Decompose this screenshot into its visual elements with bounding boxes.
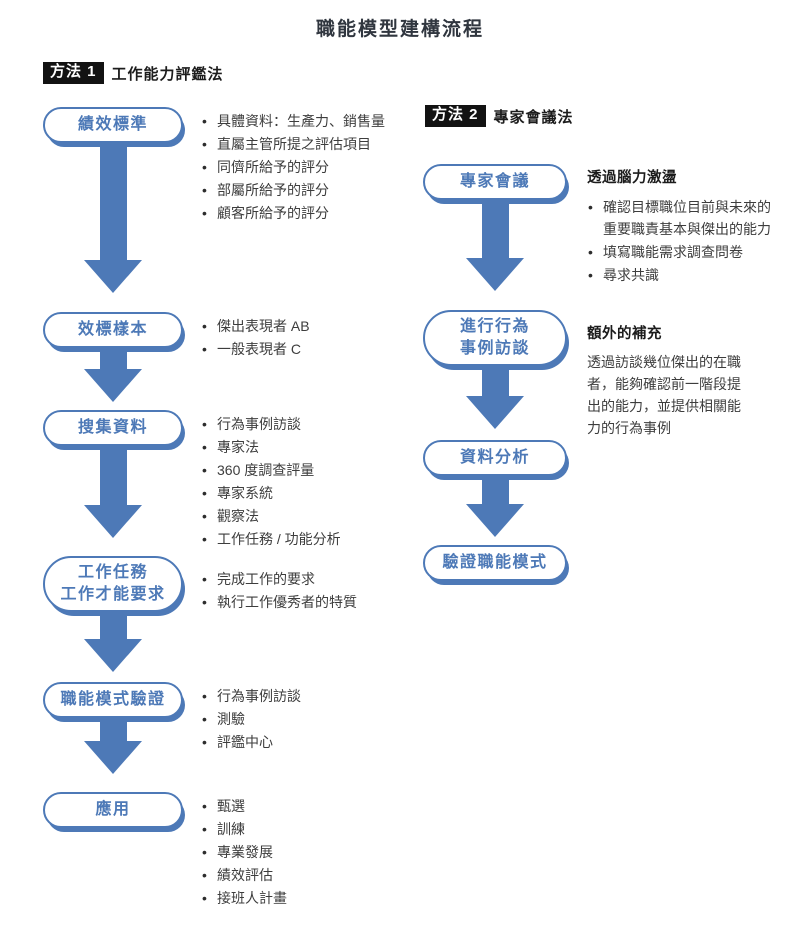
down-arrow — [466, 196, 524, 291]
bullet-item: 直屬主管所提之評估項目 — [201, 133, 433, 155]
bullet-item: 測驗 — [201, 708, 433, 730]
bullet-item: 完成工作的要求 — [201, 568, 433, 590]
step-validate-competency-model: 驗證職能模式 — [423, 545, 567, 581]
down-arrow — [466, 472, 524, 537]
down-arrow — [84, 607, 142, 672]
arrow-stem — [481, 196, 509, 258]
bullet-item: 執行工作優秀者的特質 — [201, 591, 433, 613]
step-criterion-sample: 效標樣本 — [43, 312, 183, 348]
bullet-list-criterion-sample: 傑出表現者 AB 一般表現者 C — [201, 315, 433, 361]
method1-label: 工作能力評鑑法 — [111, 65, 224, 83]
arrow-stem — [99, 138, 127, 260]
bullet-item: 填寫職能需求調查問卷 — [587, 241, 779, 263]
bullet-list-job-task-requirements: 完成工作的要求 執行工作優秀者的特質 — [201, 568, 433, 614]
bullet-item: 顧客所給予的評分 — [201, 202, 433, 224]
note-paragraph: 透過訪談幾位傑出的在職者，能夠確認前一階段提出的能力，並提供相關能力的行為事例 — [587, 354, 741, 436]
bullet-item: 行為事例訪談 — [201, 413, 433, 435]
down-arrow — [84, 713, 142, 774]
bullet-item: 評鑑中心 — [201, 731, 433, 753]
bullet-item: 專業發展 — [201, 841, 433, 863]
step-expert-meeting: 專家會議 — [423, 164, 567, 200]
bullet-item: 工作任務 / 功能分析 — [201, 528, 433, 550]
bullet-item: 行為事例訪談 — [201, 685, 433, 707]
method1-badge: 方法 1 — [43, 62, 104, 84]
bullet-item: 接班人計畫 — [201, 887, 433, 909]
bullet-item: 甄選 — [201, 795, 433, 817]
bullet-item: 一般表現者 C — [201, 338, 433, 360]
arrow-stem — [99, 443, 127, 505]
method2-label: 專家會議法 — [493, 108, 574, 126]
bullet-list-performance-criteria: 具體資料：生產力、銷售量 直屬主管所提之評估項目 同儕所給予的評分 部屬所給予的… — [201, 110, 433, 225]
bullet-item: 尋求共識 — [587, 264, 779, 286]
arrow-stem — [99, 607, 127, 639]
bullet-item: 傑出表現者 AB — [201, 315, 433, 337]
bullet-list-application: 甄選 訓練 專業發展 績效評估 接班人計畫 — [201, 795, 433, 910]
note-heading: 透過腦力激盪 — [587, 170, 677, 186]
bullet-item: 績效評估 — [201, 864, 433, 886]
arrow-head — [466, 504, 524, 537]
arrow-stem — [481, 472, 509, 504]
bullet-list-data-collection: 行為事例訪談 專家法 360 度調查評量 專家系統 觀察法 工作任務 / 功能分… — [201, 413, 433, 551]
arrow-head — [466, 396, 524, 429]
bullet-list-expert-meeting: 確認目標職位目前與未來的重要職責基本與傑出的能力 填寫職能需求調查問卷 尋求共識 — [587, 196, 779, 286]
bullet-item: 觀察法 — [201, 505, 433, 527]
arrow-head — [466, 258, 524, 291]
arrow-head — [84, 260, 142, 293]
down-arrow — [466, 360, 524, 429]
bullet-list-competency-model-validation: 行為事例訪談 測驗 評鑑中心 — [201, 685, 433, 754]
note-heading: 額外的補充 — [587, 326, 662, 342]
bullet-item: 具體資料：生產力、銷售量 — [201, 110, 433, 132]
note-behavioral-event-interview: 額外的補充 透過訪談幾位傑出的在職者，能夠確認前一階段提出的能力，並提供相關能力… — [587, 322, 750, 439]
bullet-item: 專家系統 — [201, 482, 433, 504]
step-data-analysis: 資料分析 — [423, 440, 567, 476]
arrow-head — [84, 741, 142, 774]
down-arrow — [84, 443, 142, 538]
bullet-item: 確認目標職位目前與未來的重要職責基本與傑出的能力 — [587, 196, 779, 240]
down-arrow — [84, 138, 142, 293]
bullet-item: 部屬所給予的評分 — [201, 179, 433, 201]
step-job-task-requirements: 工作任務 工作才能要求 — [43, 556, 183, 612]
bullet-item: 360 度調查評量 — [201, 459, 433, 481]
method2-header: 方法 2 專家會議法 — [425, 105, 574, 127]
step-competency-model-validation: 職能模式驗證 — [43, 682, 183, 718]
method1-header: 方法 1 工作能力評鑑法 — [43, 62, 224, 84]
bullet-item: 同儕所給予的評分 — [201, 156, 433, 178]
step-behavioral-event-interview: 進行行為 事例訪談 — [423, 310, 567, 366]
bullet-item: 專家法 — [201, 436, 433, 458]
step-application: 應用 — [43, 792, 183, 828]
down-arrow — [84, 343, 142, 402]
arrow-stem — [481, 360, 509, 396]
step-performance-criteria: 績效標準 — [43, 107, 183, 143]
step-data-collection: 搜集資料 — [43, 410, 183, 446]
bullet-item: 訓練 — [201, 818, 433, 840]
method2-badge: 方法 2 — [425, 105, 486, 127]
arrow-head — [84, 505, 142, 538]
arrow-head — [84, 369, 142, 402]
note-expert-meeting: 透過腦力激盪 確認目標職位目前與未來的重要職責基本與傑出的能力 填寫職能需求調查… — [587, 166, 779, 287]
page-title: 職能模型建構流程 — [315, 19, 484, 40]
arrow-head — [84, 639, 142, 672]
